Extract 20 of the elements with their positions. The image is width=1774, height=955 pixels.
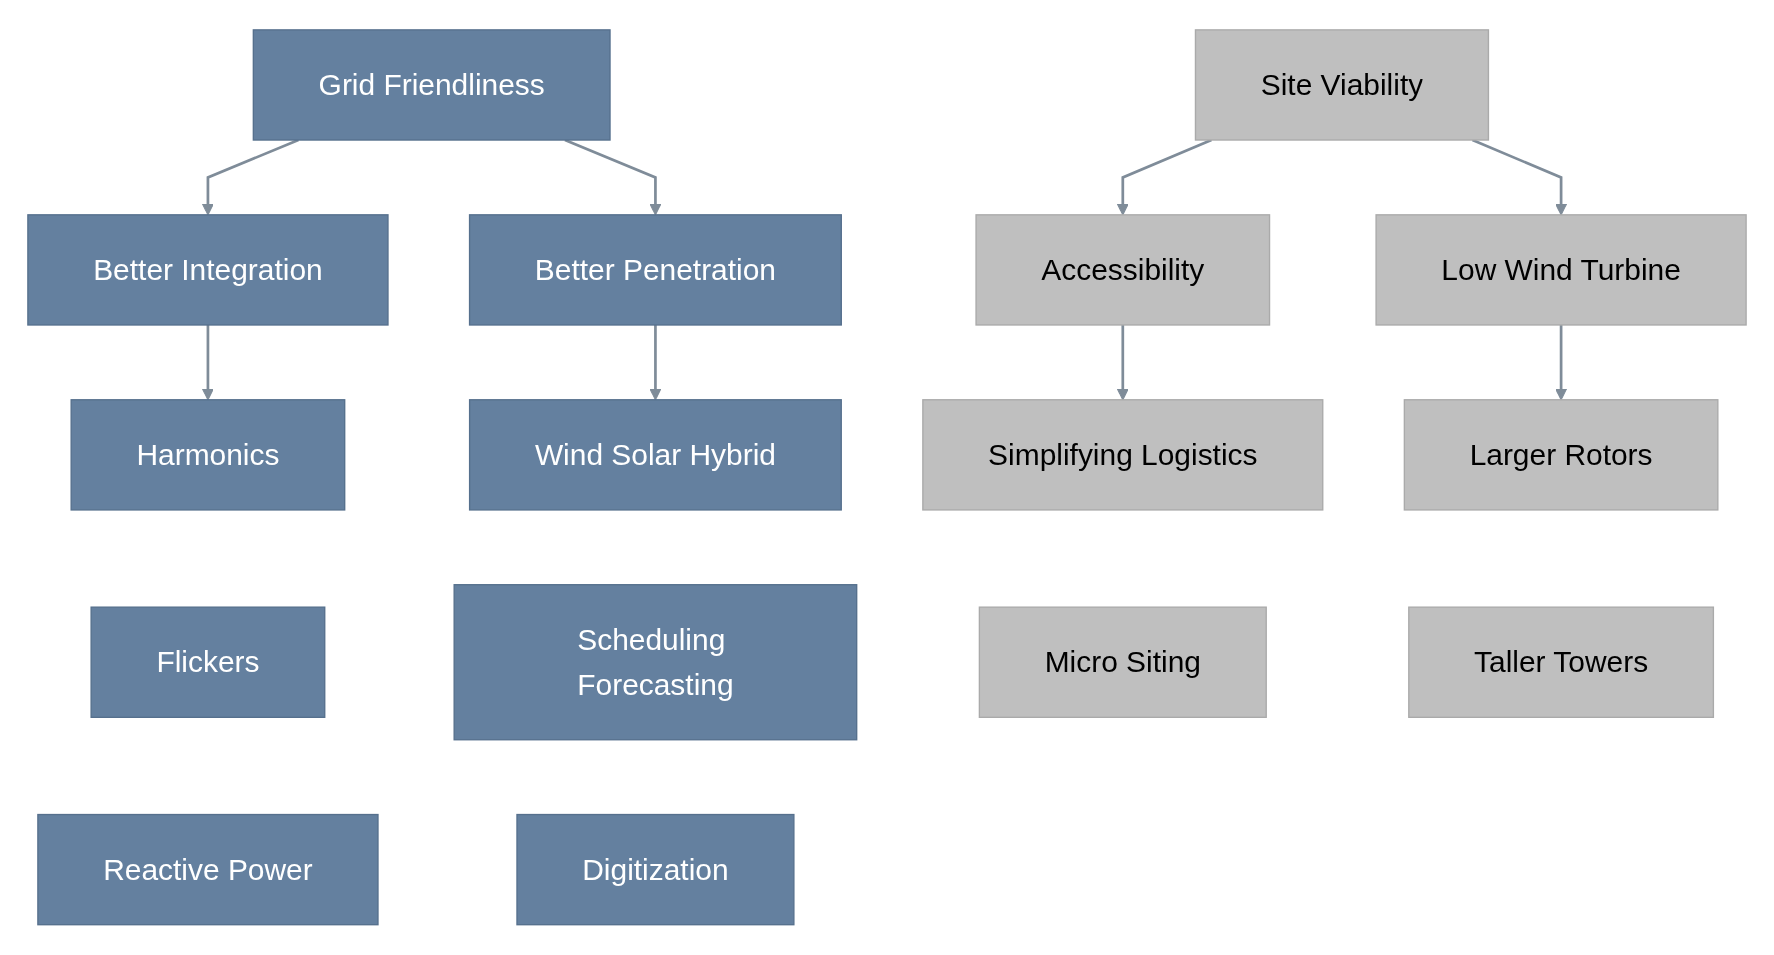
node-box: Site Viability — [1194, 29, 1490, 141]
node-box: Scheduling Forecasting — [453, 584, 858, 741]
arrow — [1116, 325, 1129, 401]
node-box: Digitization — [516, 814, 795, 926]
node-box: Better Penetration — [468, 214, 842, 326]
node-box: Wind Solar Hybrid — [468, 399, 842, 511]
node-box: Accessibility — [975, 214, 1271, 326]
arrow — [649, 325, 662, 401]
arrow — [1555, 325, 1568, 401]
node-box: Grid Friendliness — [252, 29, 611, 141]
node-box: Low Wind Turbine — [1375, 214, 1747, 326]
node-box: Reactive Power — [37, 814, 379, 926]
node-box: Micro Siting — [978, 606, 1267, 719]
node-box: Flickers — [90, 606, 326, 719]
node-box: Harmonics — [70, 399, 346, 511]
node-box: Larger Rotors — [1403, 399, 1719, 511]
node-box: Simplifying Logistics — [922, 399, 1324, 511]
arrow — [201, 325, 214, 401]
node-box: Better Integration — [27, 214, 389, 326]
node-box: Taller Towers — [1408, 606, 1715, 719]
